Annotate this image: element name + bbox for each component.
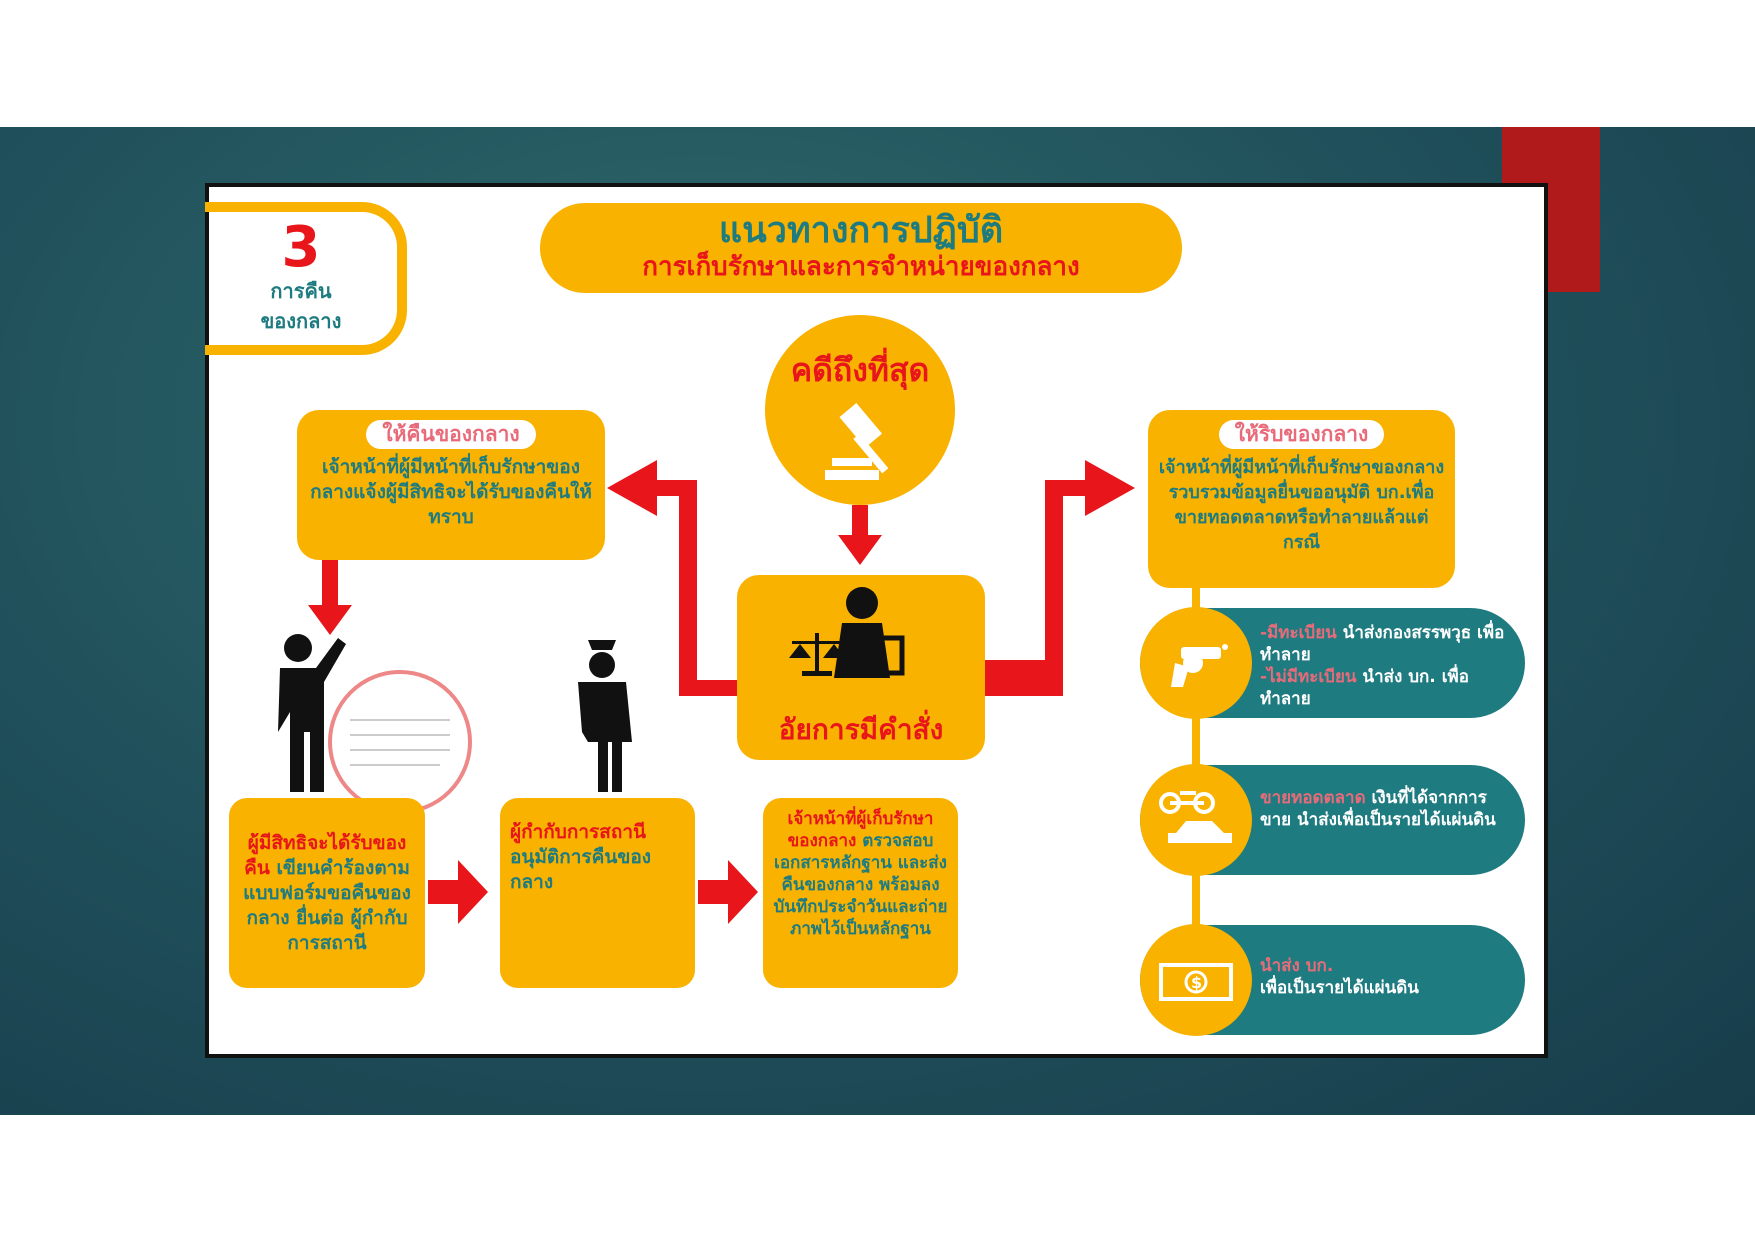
svg-text:$: $ xyxy=(1191,973,1202,992)
badge-line2: ของกลาง xyxy=(260,309,342,333)
badge-number: 3 xyxy=(281,215,321,280)
money-label: นำส่ง บก. xyxy=(1260,956,1334,976)
arrow-step2-3 xyxy=(698,860,758,924)
prosecutor-scales-icon xyxy=(789,587,905,678)
gun-icon xyxy=(1140,607,1252,719)
step-handover-box: เจ้าหน้าที่ผู้เก็บรักษาของกลาง ตรวจสอบเอ… xyxy=(763,798,958,988)
final-case-label: คดีถึงที่สุด xyxy=(790,351,930,389)
money-icon: $ xyxy=(1140,924,1252,1036)
title-pill: แนวทางการปฏิบัติ การเก็บรักษาและการจำหน่… xyxy=(540,203,1182,293)
seize-heading: ให้ริบของกลาง xyxy=(1218,420,1385,449)
weapons-registered-text: นำส่งกองสรรพวุธ เพื่อทำลาย xyxy=(1260,623,1505,665)
arrow-right-seize xyxy=(985,460,1135,696)
final-case-circle: คดีถึงที่สุด xyxy=(765,315,955,505)
return-heading: ให้คืนของกลาง xyxy=(366,420,536,449)
step3-highlight: เจ้าหน้าที่ผู้เก็บรักษาของกลาง xyxy=(787,809,934,851)
vehicle-icon xyxy=(1140,764,1252,876)
weapons-unregistered-label: -ไม่มีทะเบียน xyxy=(1260,667,1357,687)
prosecutor-label: อัยการมีคำสั่ง xyxy=(778,713,944,746)
weapons-registered-label: -มีทะเบียน xyxy=(1260,623,1337,643)
return-body: เจ้าหน้าที่ผู้มีหน้าที่เก็บรักษาของกลางแ… xyxy=(310,456,592,528)
step1-body: เขียนคำร้องตามแบบฟอร์มขอคืนของกลาง ยื่นต… xyxy=(243,856,411,954)
arrow-step1-2 xyxy=(428,860,488,924)
seize-evidence-box: ให้ริบของกลาง เจ้าหน้าที่ผู้มีหน้าที่เก็… xyxy=(1148,410,1455,588)
citizen-figure-icon xyxy=(278,634,346,792)
step2-body: อนุมัติการคืนของกลาง xyxy=(510,846,652,893)
prosecutor-box: อัยการมีคำสั่ง xyxy=(737,575,985,760)
page-subtitle: การเก็บรักษาและการจำหน่ายของกลาง xyxy=(642,252,1080,282)
gavel-icon xyxy=(825,402,889,480)
arrow-down-final xyxy=(838,505,882,565)
step1-highlight: ผู้มีสิทธิจะได้รับของคืน xyxy=(244,831,407,879)
arrow-down-left xyxy=(308,560,352,635)
step2-highlight: ผู้กำกับการสถานี xyxy=(510,821,647,843)
page-title: แนวทางการปฏิบัติ xyxy=(718,210,1004,251)
arrow-left-return xyxy=(607,460,737,696)
request-form-icon xyxy=(328,670,472,814)
step-approve-box: ผู้กำกับการสถานี อนุมัติการคืนของกลาง xyxy=(500,798,695,988)
seize-body: เจ้าหน้าที่ผู้มีหน้าที่เก็บรักษาของกลางร… xyxy=(1158,457,1445,553)
section-badge: 3 การคืน ของกลาง xyxy=(205,202,407,355)
auction-text: เงินที่ได้จากการขาย นำส่งเพื่อเป็นรายได้… xyxy=(1260,788,1496,830)
step-request-box: ผู้มีสิทธิจะได้รับของคืน เขียนคำร้องตามแ… xyxy=(229,798,425,988)
badge-line1: การคืน xyxy=(270,279,332,303)
police-officer-icon xyxy=(578,640,632,792)
return-evidence-box: ให้คืนของกลาง เจ้าหน้าที่ผู้มีหน้าที่เก็… xyxy=(297,410,605,560)
money-text: เพื่อเป็นรายได้แผ่นดิน xyxy=(1260,978,1419,998)
step3-body: ตรวจสอบเอกสารหลักฐาน และส่งคืนของกลาง พร… xyxy=(773,831,948,939)
auction-label: ขายทอดตลาด xyxy=(1260,788,1366,808)
weapons-unregistered-text: นำส่ง บก. เพื่อทำลาย xyxy=(1260,667,1469,709)
